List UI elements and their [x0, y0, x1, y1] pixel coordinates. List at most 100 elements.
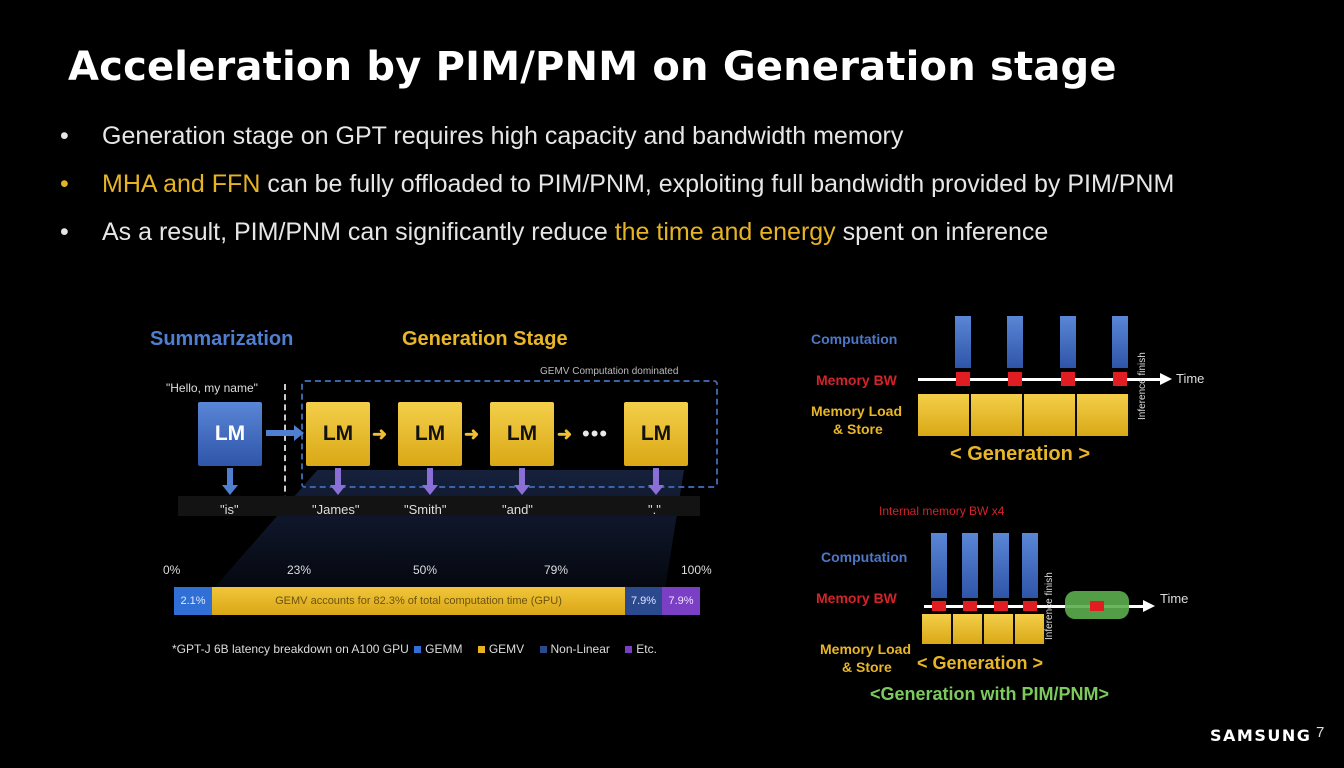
ellipsis: ••• [582, 421, 609, 446]
inference-finish-label: Inference finish [1044, 572, 1055, 640]
compute-bar [993, 533, 1009, 598]
legend-label: Non-Linear [550, 642, 610, 656]
tick-label: 50% [413, 563, 438, 577]
bullet-text: Generation stage on GPT requires high ca… [102, 122, 904, 150]
down-arrow-shaft [335, 468, 341, 486]
arrow-blue-head [294, 425, 304, 441]
memory-load-segment [1024, 394, 1077, 436]
samsung-logo: SAMSUNG [1210, 726, 1312, 745]
generation-stage-label: Generation Stage [402, 328, 568, 350]
computation-label: Computation [811, 331, 898, 347]
arrow-right-icon: ➜ [372, 424, 388, 444]
memory-load-segment [971, 394, 1024, 436]
gemv-note: GEMV Computation dominated [540, 366, 679, 377]
inference-finish-label: Inference finish [1137, 352, 1148, 420]
memory-bw-marker [963, 601, 977, 611]
output-token: "Smith" [404, 502, 447, 517]
bar-segment-nonlinear: 7.9% [625, 587, 662, 615]
bullet-text: As a result, PIM/PNM can significantly r… [102, 208, 1048, 256]
memory-bw-marker [1090, 601, 1104, 611]
tick-label: 23% [287, 563, 312, 577]
lm-block-2: LM [398, 402, 462, 466]
time-label: Time [1176, 371, 1205, 386]
lm-block-1: LM [306, 402, 370, 466]
lm-block-summarization: LM [198, 402, 262, 466]
timeline [1129, 605, 1145, 608]
compute-bar [1022, 533, 1038, 598]
down-arrow-icon [222, 485, 238, 495]
bullet-text: MHA and FFN can be fully offloaded to PI… [102, 160, 1174, 208]
compute-bar [962, 533, 978, 598]
bullet-dot: • [60, 122, 69, 150]
internal-bw-label: Internal memory BW x4 [879, 504, 1005, 518]
memory-bw-marker [956, 372, 970, 386]
bullet-dot: • [60, 218, 69, 246]
output-token: "and" [502, 502, 533, 517]
legend-label: GEMM [425, 642, 463, 656]
memory-load-label: Memory Load [811, 403, 903, 419]
legend-swatch [625, 646, 633, 654]
down-arrow-shaft [653, 468, 659, 486]
breakdown-legend: *GPT-J 6B latency breakdown on A100 GPU … [172, 642, 657, 656]
highlight-text: the time and energy [614, 218, 836, 246]
down-arrow-shaft [427, 468, 433, 486]
output-token: "James" [312, 502, 360, 517]
down-arrow-icon [514, 485, 530, 495]
memory-load-segment [984, 614, 1015, 644]
timeline [918, 378, 1162, 381]
memory-bw-marker [1008, 372, 1022, 386]
down-arrow-shaft [227, 468, 233, 486]
highlight-text: MHA and FFN [102, 170, 261, 198]
output-token: "is" [220, 502, 239, 517]
legend-swatch [477, 646, 485, 654]
tick-label: 0% [163, 563, 181, 577]
bar-segment-etc: 7.9% [662, 587, 700, 615]
arrow-blue [266, 430, 296, 436]
arrow-right-icon: ➜ [557, 424, 573, 444]
tick-label: 100% [681, 563, 712, 577]
memory-bw-marker [1023, 601, 1037, 611]
page-number: 7 [1316, 724, 1325, 741]
generation-caption-inner: < Generation > [917, 653, 1044, 673]
legend-swatch [414, 646, 422, 654]
generation-caption: < Generation > [950, 443, 1091, 465]
output-token: "." [648, 502, 661, 517]
memory-bw-marker [1061, 372, 1075, 386]
legend-label: Etc. [636, 642, 657, 656]
input-prompt: "Hello, my name" [166, 381, 258, 395]
compute-bar [931, 533, 947, 598]
down-arrow-shaft [519, 468, 525, 486]
slide-title: Acceleration by PIM/PNM on Generation st… [68, 44, 1117, 90]
computation-label: Computation [821, 549, 908, 565]
summarization-label: Summarization [150, 328, 294, 350]
memory-bw-label: Memory BW [816, 590, 897, 606]
legend-label: GEMV [488, 642, 525, 656]
generation-pim-caption: <Generation with PIM/PNM> [870, 684, 1110, 704]
legend-prefix: *GPT-J 6B latency breakdown on A100 GPU [172, 642, 409, 656]
bullet-dot: • [60, 170, 69, 198]
compute-bar [955, 316, 971, 368]
compute-bar [1060, 316, 1076, 368]
memory-load-segment [953, 614, 984, 644]
bullet-list: • Generation stage on GPT requires high … [60, 112, 1310, 256]
memory-load-label: Memory Load [820, 641, 912, 657]
down-arrow-icon [422, 485, 438, 495]
legend-swatch [539, 646, 547, 654]
memory-store-label: & Store [833, 421, 883, 437]
memory-bw-marker [932, 601, 946, 611]
bullet-text-post: spent on inference [835, 218, 1049, 246]
compute-bar [1007, 316, 1023, 368]
memory-bw-marker [1113, 372, 1127, 386]
bullet-item: • Generation stage on GPT requires high … [60, 112, 1310, 160]
down-arrow-icon [330, 485, 346, 495]
memory-load-segment [1015, 614, 1046, 644]
memory-load-segment [922, 614, 953, 644]
bar-segment-gemv: GEMV accounts for 82.3% of total computa… [212, 587, 625, 615]
memory-bw-label: Memory BW [816, 372, 897, 388]
down-arrow-icon [648, 485, 664, 495]
compute-bar [1112, 316, 1128, 368]
bullet-item: • MHA and FFN can be fully offloaded to … [60, 160, 1310, 208]
timeline-arrow-icon [1160, 373, 1172, 385]
bullet-text-rest: can be fully offloaded to PIM/PNM, explo… [260, 170, 1175, 198]
memory-store-label: & Store [842, 659, 892, 675]
